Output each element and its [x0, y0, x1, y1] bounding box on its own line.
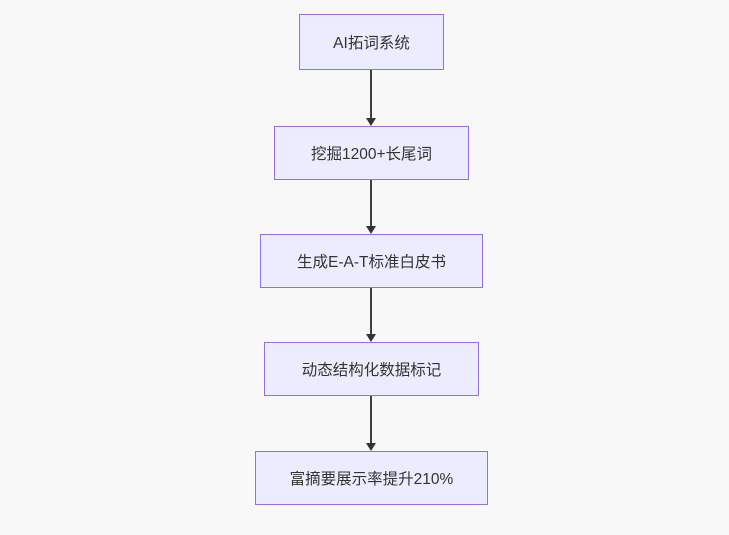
edge-line-3: [370, 288, 372, 334]
flow-node-mine-longtail-keywords: 挖掘1200+长尾词: [274, 126, 469, 180]
arrowhead-down-icon: [366, 226, 376, 234]
edge-line-2: [370, 180, 372, 226]
flow-node-label: 生成E-A-T标准白皮书: [297, 254, 446, 271]
arrowhead-down-icon: [366, 118, 376, 126]
arrowhead-down-icon: [366, 334, 376, 342]
flow-node-label: 挖掘1200+长尾词: [310, 146, 433, 163]
flow-node-label: AI拓词系统: [333, 35, 410, 52]
edge-line-4: [370, 396, 372, 443]
flow-node-dynamic-structured-data-markup: 动态结构化数据标记: [264, 342, 479, 396]
edge-line-1: [370, 70, 372, 118]
flow-node-rich-snippet-rate-increase: 富摘要展示率提升210%: [255, 451, 488, 505]
flow-node-generate-eat-whitepaper: 生成E-A-T标准白皮书: [260, 234, 483, 288]
flow-node-label: 动态结构化数据标记: [301, 362, 442, 379]
flow-node-label: 富摘要展示率提升210%: [289, 471, 454, 488]
arrowhead-down-icon: [366, 443, 376, 451]
flow-node-ai-word-expansion-system: AI拓词系统: [299, 14, 444, 70]
